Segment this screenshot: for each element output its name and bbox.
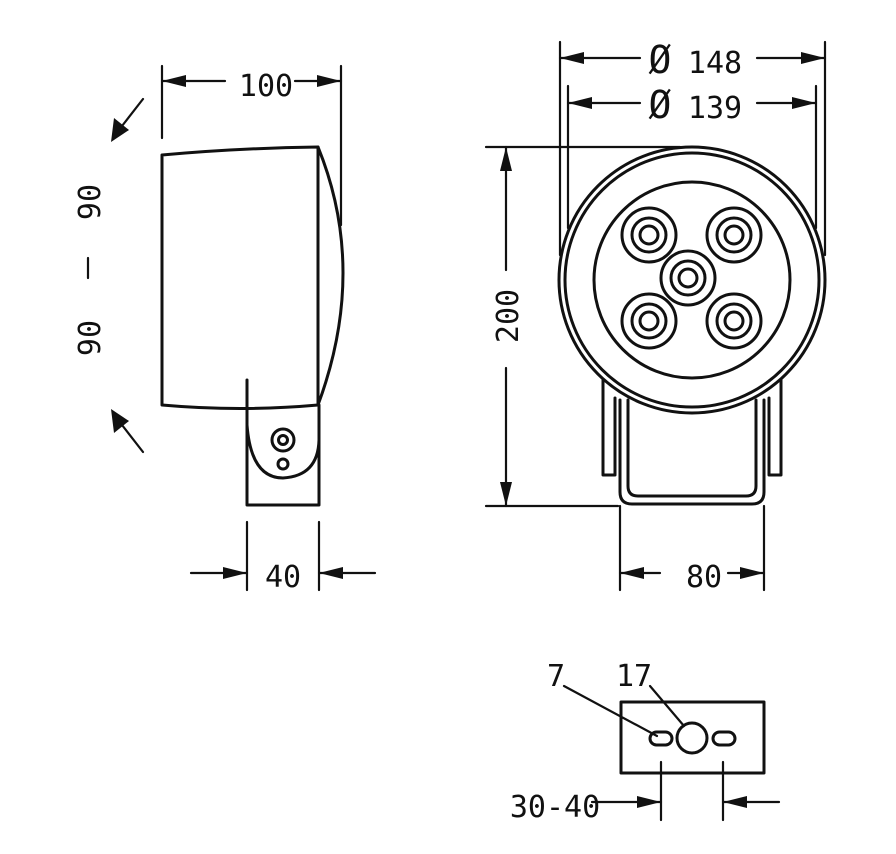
side-view: 100 90 90 40 — [73, 64, 377, 595]
led-top-right — [705, 206, 763, 264]
front-lens-ring — [592, 180, 792, 380]
led-bottom-right — [705, 292, 763, 350]
tilt-down-label: 90 — [73, 320, 108, 356]
dim-80-label: 80 — [686, 560, 722, 595]
dim-100-arrow-right — [317, 75, 341, 87]
side-bracket-curve — [245, 423, 321, 480]
dim-139-arrow-right — [792, 97, 816, 109]
dim-148-label: 148 — [688, 46, 742, 81]
dim-200-arrow-top — [500, 147, 512, 171]
tilt-up-arrow-shaft — [120, 97, 145, 128]
front-view: Ø 148 Ø 139 200 80 — [484, 38, 827, 595]
dim-139-diameter-symbol: Ø — [649, 83, 672, 127]
mounting-plate — [619, 700, 766, 775]
tilt-up-label: 90 — [73, 184, 108, 220]
dim-148-arrow-right — [801, 52, 825, 64]
dim-139-label: 139 — [688, 91, 742, 126]
dim-100-label: 100 — [239, 69, 293, 104]
front-bracket-u — [618, 398, 766, 506]
dim-139-arrow-left — [568, 97, 592, 109]
hole-leader — [648, 684, 686, 728]
led-top-left — [620, 206, 678, 264]
slot-spacing-label: 30-40 — [510, 790, 600, 825]
side-bracket — [245, 378, 321, 507]
dim-40-arrow-left — [223, 567, 247, 579]
dim-80-arrow-left — [620, 567, 644, 579]
front-bracket-u-inner — [626, 398, 758, 498]
mounting-plate-view: 7 17 30-40 — [510, 659, 781, 825]
dim-spacing-arrow-right — [723, 796, 747, 808]
dim-100-arrow-left — [162, 75, 186, 87]
tilt-up-arrow-head — [111, 118, 129, 142]
slot-leader — [562, 684, 659, 738]
mounting-center-hole — [675, 721, 709, 755]
side-lens-dome — [316, 145, 345, 407]
side-pivot-hole — [276, 457, 290, 471]
dim-spacing-arrow-left — [637, 796, 661, 808]
led-bottom-left — [620, 292, 678, 350]
tilt-down-arrow-head — [111, 409, 129, 433]
dim-40-label: 40 — [265, 560, 301, 595]
tilt-down-arrow-shaft — [120, 423, 145, 454]
dim-148-arrow-left — [560, 52, 584, 64]
hole-diameter-label: 17 — [616, 659, 652, 694]
led-center — [659, 249, 717, 307]
side-pivot-screw-inner — [277, 434, 289, 446]
side-body-outline — [160, 145, 320, 410]
dim-40-arrow-right — [319, 567, 343, 579]
dim-148-diameter-symbol: Ø — [649, 38, 672, 82]
mounting-slot-left — [648, 730, 674, 747]
front-housing-rim — [563, 151, 821, 409]
side-pivot-screw-outer — [270, 427, 296, 453]
dim-80-arrow-right — [740, 567, 764, 579]
slot-width-label: 7 — [547, 659, 565, 694]
front-bracket-outer — [601, 350, 617, 477]
mounting-slot-right — [711, 730, 737, 747]
dim-200-arrow-bottom — [500, 482, 512, 506]
dim-200-label: 200 — [491, 289, 526, 343]
front-bracket-outer-right — [767, 350, 783, 477]
front-housing-outer — [557, 145, 827, 415]
